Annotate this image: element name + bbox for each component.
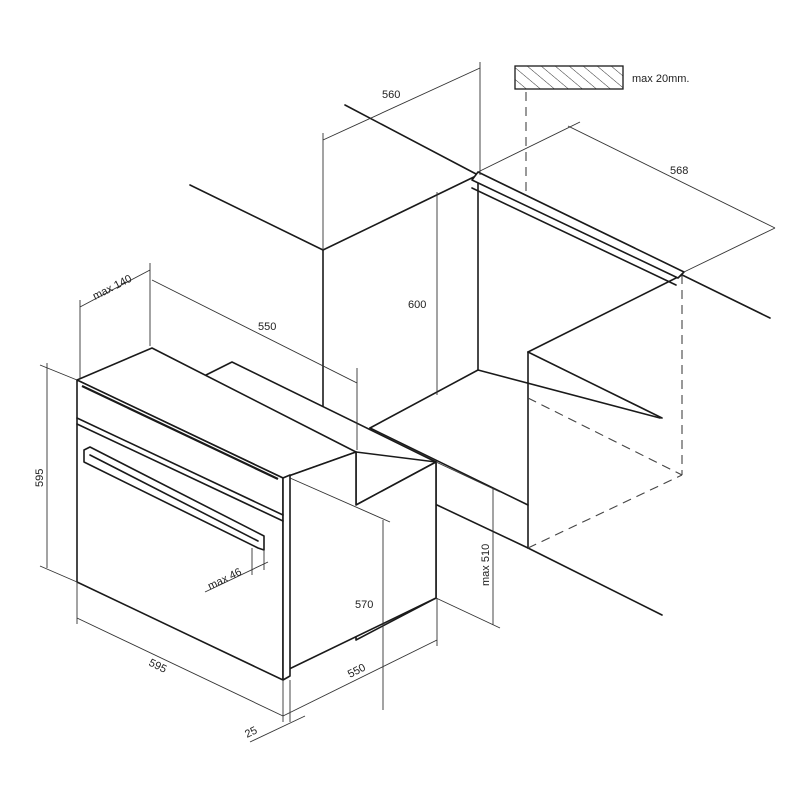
right-panel-shelf: [527, 351, 663, 419]
hidden-floor-edge: [527, 474, 683, 549]
right-panel-top: [527, 274, 683, 353]
dim-line-cabinet-depth: [567, 125, 776, 229]
ext-line-cabinet-depth-front: [683, 227, 776, 273]
oven: [76, 347, 437, 681]
top-front-highlight: [81, 385, 279, 480]
niche-bottom-front: [369, 427, 529, 506]
worktop-strip-underside: [471, 187, 677, 286]
left-floor-line: [189, 184, 324, 251]
label-body-depth: 550: [346, 662, 368, 681]
ext-line-oven-height-bottom: [39, 565, 78, 583]
label-rear-clearance: max 140: [91, 273, 134, 303]
dim-line-rear-clearance: [79, 269, 151, 308]
ext-line-cabinet-depth-back: [477, 121, 581, 173]
ext-line-body-height-top: [289, 477, 391, 523]
dim-line-oven-depth-top: [151, 279, 358, 384]
left-wall-top-edge: [322, 174, 479, 251]
right-panel-floor: [527, 547, 663, 616]
niche-bottom-left: [369, 369, 479, 429]
dim-line-oven-width: [76, 617, 284, 717]
ext-line-side-top: [435, 461, 501, 493]
niche-bottom-back: [477, 369, 661, 419]
label-body-height: 570: [355, 599, 373, 611]
label-oven-depth-top: 550: [258, 321, 276, 333]
cabinet-dimensions: 560 max 20mm. 568 600: [322, 62, 776, 395]
worktop-strip: [471, 171, 685, 279]
label-oven-front-height: 595: [34, 469, 46, 487]
label-cabinet-depth: 568: [670, 165, 688, 177]
label-cabinet-width: 560: [382, 89, 400, 101]
label-side-max-depth: max 510: [480, 544, 492, 586]
dim-line-body-depth: [282, 639, 438, 717]
floor-front-line: [436, 504, 529, 549]
door-handle-edge: [89, 454, 259, 542]
dim-line-cabinet-width: [322, 67, 481, 141]
ext-line-side-bottom: [435, 597, 501, 629]
dim-line-handle-protrusion: [204, 561, 269, 593]
shelf-thickness-hatch: [514, 65, 624, 90]
back-floor-line: [344, 104, 479, 176]
label-shelf-thickness: max 20mm.: [632, 73, 689, 85]
ext-line-oven-height-top: [39, 364, 78, 381]
label-cabinet-height: 600: [408, 299, 426, 311]
dim-line-front-panel: [249, 715, 306, 743]
door-top-edge: [76, 423, 284, 522]
label-front-panel-thickness: 25: [243, 725, 259, 741]
control-strip-bottom: [76, 417, 284, 516]
oven-front-edge: [282, 474, 291, 681]
cabinet-niche: [189, 104, 771, 616]
hidden-shelf-edge: [527, 397, 683, 476]
